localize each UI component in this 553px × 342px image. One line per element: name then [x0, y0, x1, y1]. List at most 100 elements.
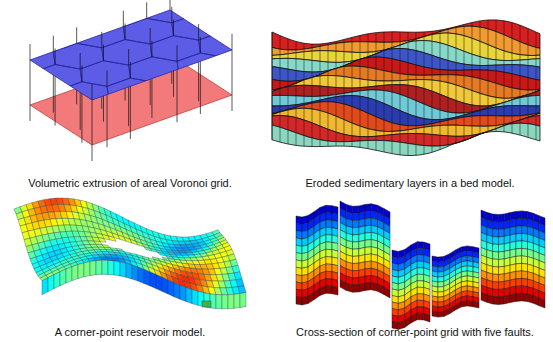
shape — [365, 218, 371, 226]
shape — [376, 33, 377, 151]
shape — [417, 261, 423, 268]
shape — [138, 267, 144, 283]
shape — [0, 30, 28, 56]
shape — [499, 289, 505, 297]
shape — [103, 45, 104, 61]
shape — [450, 305, 456, 314]
shape — [134, 95, 184, 121]
shape — [516, 218, 522, 226]
shape — [493, 259, 499, 267]
shape — [360, 35, 361, 147]
shape — [493, 214, 499, 222]
shape — [461, 301, 467, 307]
shape — [340, 280, 346, 291]
shape — [346, 283, 352, 292]
shape — [510, 219, 516, 228]
shape — [522, 211, 528, 219]
shape — [97, 1, 147, 27]
shape — [72, 265, 78, 281]
shape — [417, 294, 423, 301]
shape — [417, 307, 423, 314]
shape — [296, 223, 302, 231]
shape — [510, 294, 516, 303]
shape — [123, 11, 124, 27]
shape — [456, 27, 457, 144]
shape — [186, 288, 192, 304]
shape — [232, 34, 233, 50]
shape — [510, 264, 516, 273]
shape — [126, 263, 132, 279]
shape — [499, 221, 505, 229]
shape — [365, 268, 371, 276]
shape — [326, 235, 332, 243]
shape — [417, 300, 423, 307]
shape — [472, 23, 473, 138]
shape — [55, 48, 56, 64]
shape — [130, 62, 131, 78]
shape — [516, 211, 522, 219]
shape — [440, 30, 441, 149]
shape — [96, 260, 102, 274]
shape — [296, 260, 302, 268]
shape — [522, 248, 528, 256]
shape — [424, 314, 430, 323]
shape — [528, 28, 529, 137]
shape — [384, 32, 385, 152]
shape — [326, 205, 332, 213]
shape — [536, 32, 537, 140]
shape — [60, 269, 66, 286]
shape — [353, 227, 359, 235]
shape — [326, 257, 332, 265]
shape — [510, 226, 516, 235]
shape — [353, 235, 359, 243]
shape — [510, 249, 516, 258]
shape — [416, 32, 417, 155]
shape — [516, 286, 522, 294]
shape — [326, 279, 332, 287]
shape — [504, 21, 505, 132]
shape — [320, 286, 326, 296]
shape — [177, 61, 178, 122]
shape — [84, 262, 90, 277]
shape — [92, 84, 93, 100]
shape — [522, 241, 528, 249]
shape — [118, 0, 168, 6]
shape — [522, 286, 528, 294]
shape — [180, 285, 186, 301]
shape — [438, 312, 444, 318]
shape — [30, 10, 232, 100]
caption-label: A corner-point reservoir model. — [55, 325, 205, 339]
shape — [48, 5, 98, 31]
shape — [296, 282, 302, 290]
shape — [539, 298, 545, 308]
shape — [146, 2, 147, 18]
shape — [132, 265, 138, 281]
shape — [326, 271, 332, 279]
shape — [493, 229, 499, 237]
shape — [199, 32, 249, 58]
shape — [378, 284, 384, 294]
shape — [365, 254, 371, 262]
shape — [522, 293, 528, 301]
shape — [296, 275, 302, 283]
shape — [516, 271, 522, 279]
shape — [499, 266, 505, 274]
shape — [42, 278, 48, 295]
shape — [332, 213, 338, 222]
shape — [107, 86, 108, 147]
reservoir-model — [14, 198, 246, 309]
shape — [438, 302, 444, 308]
shape — [332, 279, 338, 288]
shape — [150, 36, 200, 62]
shape — [336, 41, 337, 146]
shape — [232, 50, 233, 111]
shape — [448, 29, 449, 147]
shape — [66, 267, 72, 283]
shape — [520, 25, 521, 135]
shape — [438, 297, 444, 303]
shape — [516, 248, 522, 256]
shape — [516, 233, 522, 241]
shape — [48, 275, 54, 292]
shape — [296, 267, 302, 275]
